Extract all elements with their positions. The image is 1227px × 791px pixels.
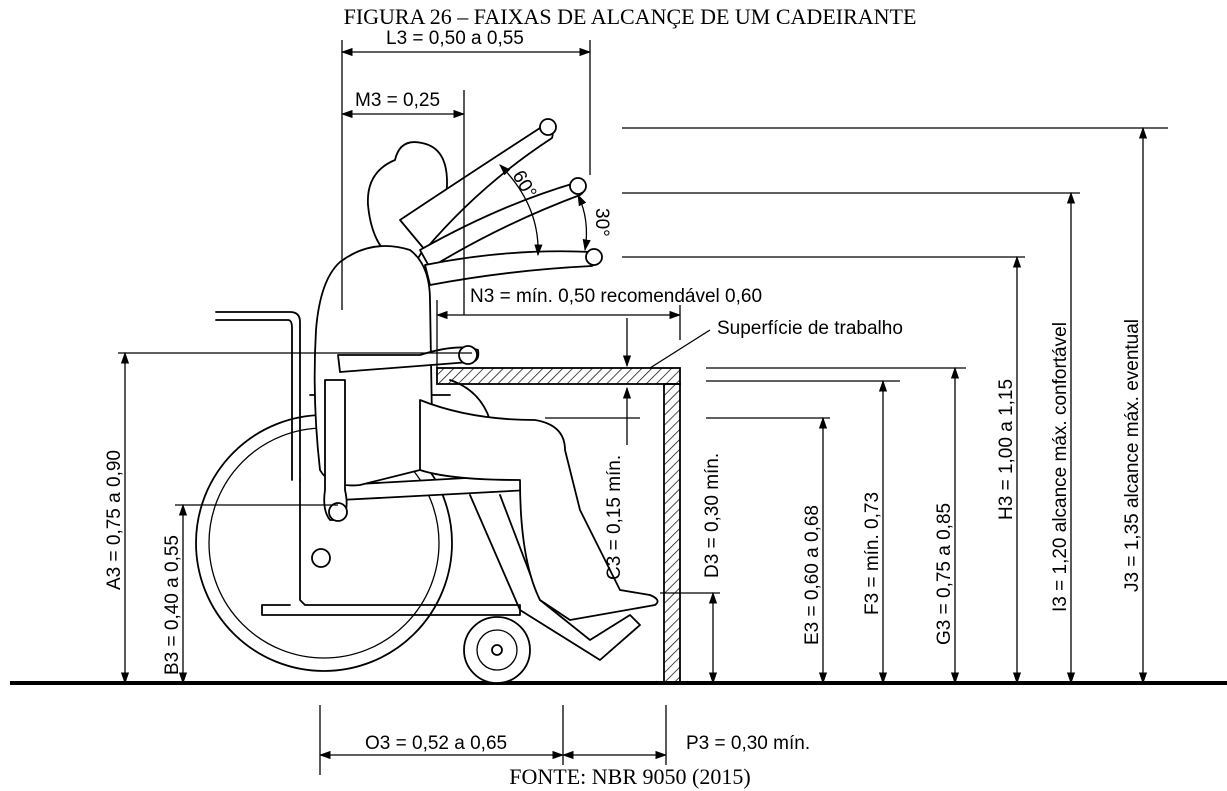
dimension-i3: I3 = 1,20 alcance máx. confortável [622, 191, 1080, 685]
dimension-n3: N3 = mín. 0,50 recomendável 0,60 [435, 286, 762, 368]
label-g3: G3 = 0,75 a 0,85 [934, 503, 955, 645]
label-b3: B3 = 0,40 a 0,55 [162, 535, 183, 675]
label-f3: F3 = mín. 0,73 [862, 492, 883, 615]
label-j3: J3 = 1,35 alcance máx. eventual [1122, 319, 1143, 592]
dimension-m3: M3 = 0,25 [340, 90, 466, 315]
label-i3: I3 = 1,20 alcance máx. confortável [1050, 322, 1071, 612]
angle-30-label: 30° [591, 208, 612, 237]
label-e3: E3 = 0,60 a 0,68 [802, 505, 823, 645]
dimension-o3: O3 = 0,52 a 0,65 [318, 705, 565, 775]
dimension-l3: L3 = 0,50 a 0,55 [340, 28, 592, 310]
dimension-e3: E3 = 0,60 a 0,68 [706, 416, 830, 685]
dimension-f3: F3 = mín. 0,73 [706, 379, 900, 685]
angle-60-arc [499, 164, 543, 257]
dimension-d3: D3 = 0,30 mín. [660, 453, 723, 685]
dimension-c3: C3 = 0,15 mín. [545, 318, 640, 580]
dimension-b3: B3 = 0,40 a 0,55 [162, 503, 338, 685]
dimension-a3: A3 = 0,75 a 0,90 [104, 351, 472, 685]
label-m3: M3 = 0,25 [355, 90, 440, 111]
figure-source: FONTE: NBR 9050 (2015) [509, 764, 750, 789]
dimension-p3: P3 = 0,30 mín. [561, 705, 810, 765]
dimension-g3: G3 = 0,75 a 0,85 [706, 366, 966, 685]
work-surface [436, 367, 681, 684]
surface-callout: Superfície de trabalho [649, 318, 903, 369]
wheelchair [195, 311, 641, 684]
angle-30-arc [577, 193, 591, 252]
dimension-h3: H3 = 1,00 a 1,15 [622, 255, 1025, 685]
label-d3: D3 = 0,30 mín. [702, 453, 723, 578]
person-figure [313, 118, 659, 621]
label-l3: L3 = 0,50 a 0,55 [386, 28, 524, 49]
label-p3: P3 = 0,30 mín. [686, 733, 810, 754]
dimension-j3: J3 = 1,35 alcance máx. eventual [622, 126, 1168, 685]
figure-title: FIGURA 26 – FAIXAS DE ALCANÇE DE UM CADE… [344, 4, 917, 29]
label-h3: H3 = 1,00 a 1,15 [996, 379, 1017, 520]
label-n3: N3 = mín. 0,50 recomendável 0,60 [470, 286, 762, 307]
label-surface: Superfície de trabalho [717, 318, 903, 339]
label-o3: O3 = 0,52 a 0,65 [365, 733, 507, 754]
label-a3: A3 = 0,75 a 0,90 [104, 450, 125, 590]
label-c3: C3 = 0,15 mín. [604, 455, 625, 580]
